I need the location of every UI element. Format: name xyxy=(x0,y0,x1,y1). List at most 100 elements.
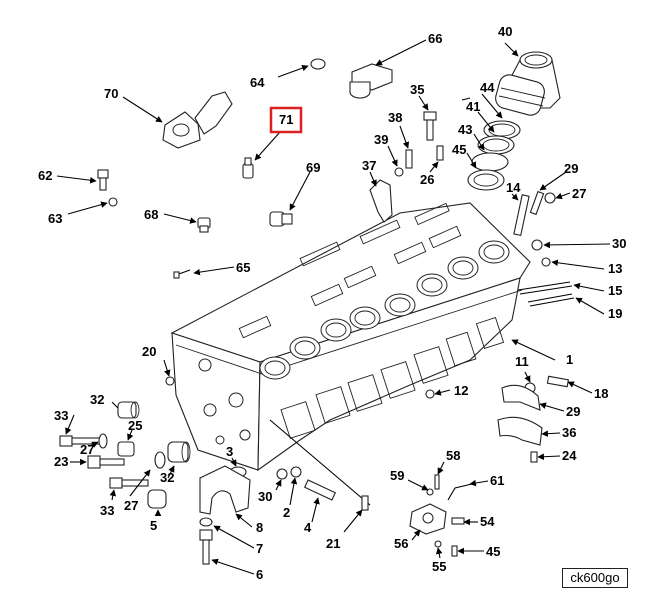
callout-35: 35 xyxy=(410,82,424,97)
callout-43: 44 xyxy=(480,80,495,95)
callout-69: 69 xyxy=(306,160,320,175)
part-38-stud xyxy=(405,149,413,169)
part-30-nut xyxy=(276,468,288,480)
cylinder-block xyxy=(170,202,531,472)
callout-4: 7 xyxy=(256,541,263,556)
callout-14: 14 xyxy=(506,180,521,195)
part-15-rod xyxy=(517,281,573,295)
callout-38: 38 xyxy=(388,110,402,125)
part-18-rod xyxy=(527,293,575,307)
callout-25: 27 xyxy=(572,186,586,201)
part-41-43-seal-rings xyxy=(477,120,521,155)
callout-27-upper: 27 xyxy=(80,442,94,457)
callout-27-lower: 27 xyxy=(124,498,138,513)
part-4-washer xyxy=(199,517,213,527)
callout-20: 21 xyxy=(326,536,340,551)
part-7-stud xyxy=(303,479,337,501)
callout-3: 3 xyxy=(226,444,233,459)
callout-61: 62 xyxy=(38,168,52,183)
part-25-plug xyxy=(544,192,556,204)
callout-30-lower: 30 xyxy=(258,489,272,504)
callout-23: 26 xyxy=(420,172,434,187)
callout-55: 55 xyxy=(432,559,446,574)
callout-58: 59 xyxy=(390,468,404,483)
part-28-pin xyxy=(529,190,545,216)
callout-68: 68 xyxy=(144,207,158,222)
part-37-bracket xyxy=(369,179,393,223)
callout-56: 56 xyxy=(394,536,408,551)
callout-66: 65 xyxy=(236,260,250,275)
part-39-washer xyxy=(394,167,404,177)
part-8-bearing-cap xyxy=(199,465,251,515)
part-33-bolt-lower xyxy=(109,477,149,489)
callout-11: 12 xyxy=(454,383,468,398)
part-61-bolt xyxy=(97,169,109,191)
callout-29: 29 xyxy=(566,404,580,419)
callout-26: 25 xyxy=(128,418,142,433)
part-26-plug xyxy=(117,441,135,457)
callout-19: 20 xyxy=(142,344,156,359)
part-6-bolt xyxy=(199,529,213,565)
part-62-nut xyxy=(108,197,118,207)
callout-7: 4 xyxy=(304,520,312,535)
part-24-bolt xyxy=(530,451,538,463)
callout-59: 61 xyxy=(490,473,504,488)
part-20-tube xyxy=(269,419,371,511)
part-27-washer-lower xyxy=(154,451,166,469)
callout-54: 54 xyxy=(480,514,495,529)
callout-8: 8 xyxy=(256,520,263,535)
part-11-plug xyxy=(425,389,435,399)
part-21-bolt xyxy=(87,455,125,469)
part-14-tube xyxy=(513,194,530,237)
callout-17: 18 xyxy=(594,386,608,401)
part-13-plug xyxy=(541,257,551,267)
callout-15: 15 xyxy=(608,283,622,298)
part-71-fitting xyxy=(242,157,254,179)
part-23-dowel xyxy=(436,145,444,161)
part-69-plug xyxy=(269,211,293,227)
part-27-washer-upper xyxy=(98,433,108,449)
callout-39: 39 xyxy=(374,132,388,147)
callout-1: 1 xyxy=(566,352,573,367)
part-17-bolt xyxy=(546,375,570,388)
callout-6: 6 xyxy=(256,567,263,582)
callout-36: 36 xyxy=(562,425,576,440)
part-19-plug xyxy=(165,376,175,386)
part-66-screw xyxy=(173,269,191,279)
part-33-bolt-upper xyxy=(59,435,103,447)
part-5-plug xyxy=(147,489,167,509)
callout-33-lower: 33 xyxy=(100,503,114,518)
callout-labels: 70 64 66 71 69 62 63 68 65 40 35 44 41 4… xyxy=(38,24,626,582)
callout-70: 70 xyxy=(104,86,118,101)
part-70-water-elbow xyxy=(162,91,233,149)
part-36-bearing-cap xyxy=(497,416,543,446)
callout-13: 13 xyxy=(608,261,622,276)
callout-32-upper: 32 xyxy=(90,392,104,407)
part-54-fitting xyxy=(451,517,465,525)
part-56-pump-body xyxy=(409,503,447,535)
callout-33-upper: 33 xyxy=(54,408,68,423)
part-65-thermostat-housing xyxy=(349,63,393,99)
part-45-screw xyxy=(451,545,458,557)
callout-63: 64 xyxy=(250,75,265,90)
part-55-plug xyxy=(434,540,442,548)
part-29-bracket xyxy=(501,384,541,411)
part-32-plug-lower xyxy=(167,441,191,463)
part-68-plug xyxy=(197,217,211,233)
callout-21: 23 xyxy=(54,454,68,469)
callout-71: 71 xyxy=(279,112,293,127)
callout-45: 45 xyxy=(486,544,500,559)
part-59-tube xyxy=(447,483,473,501)
part-63-washer xyxy=(310,58,326,70)
part-2-nut xyxy=(290,466,302,478)
callout-32-lower: 32 xyxy=(160,470,174,485)
part-58-washer xyxy=(426,488,434,496)
callout-65: 66 xyxy=(428,31,442,46)
part-40-cylinder-liner xyxy=(495,51,561,116)
callout-30-right: 30 xyxy=(612,236,626,251)
highlight-box-71 xyxy=(269,106,303,134)
part-44-seal-ring xyxy=(467,152,509,191)
callout-37: 37 xyxy=(362,158,376,173)
part-35-bolt xyxy=(423,111,437,141)
